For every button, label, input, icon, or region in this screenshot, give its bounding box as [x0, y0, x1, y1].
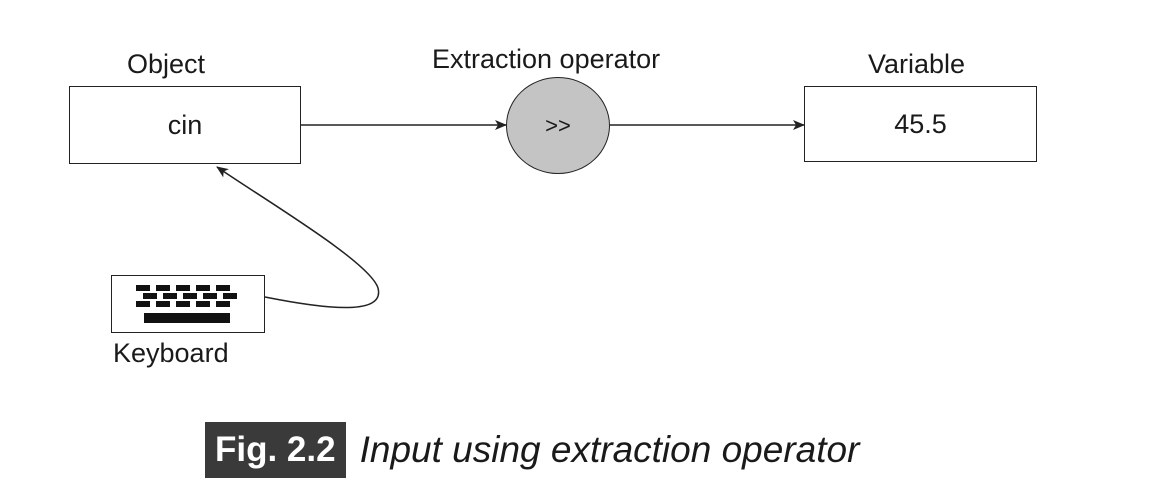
extraction-operator-circle: >>	[506, 77, 610, 174]
arrow-keyboard-to-object	[216, 166, 380, 309]
operator-label: Extraction operator	[432, 44, 661, 74]
figure-caption-text: Input using extraction operator	[359, 429, 860, 470]
keyboard-label: Keyboard	[113, 338, 229, 368]
keyboard-box	[111, 275, 265, 333]
variable-value: 45.5	[894, 108, 947, 139]
keyboard-icon	[136, 285, 237, 323]
variable-box: 45.5	[804, 86, 1037, 162]
figure-number-tag: Fig. 2.2	[205, 422, 346, 478]
operator-symbol: >>	[545, 112, 571, 138]
figure-caption: Fig. 2.2 Input using extraction operator	[205, 420, 859, 480]
variable-label: Variable	[868, 49, 966, 79]
object-text: cin	[167, 109, 203, 140]
object-label: Object	[127, 49, 206, 79]
object-box: cin	[69, 86, 301, 164]
